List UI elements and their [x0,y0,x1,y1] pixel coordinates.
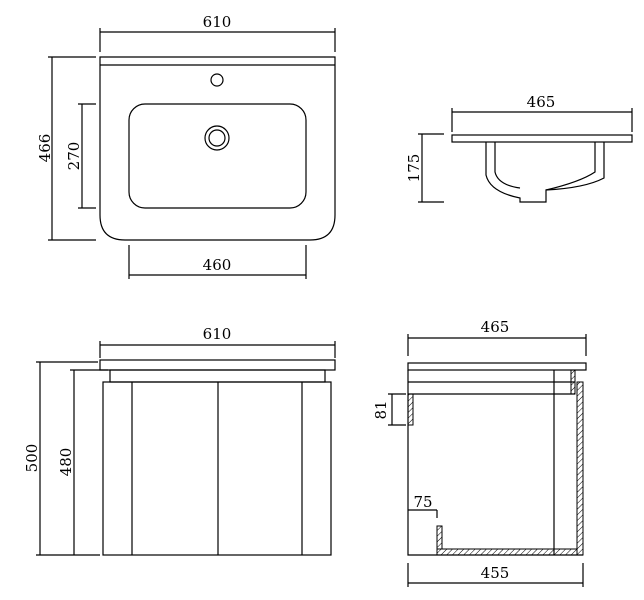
dim-top-depth: 466 [36,134,54,163]
dim-top-depth-side: 465 [481,318,510,336]
side-view-cabinet: 465 81 75 455 [372,318,587,587]
dim-drawer-height: 81 [372,400,390,419]
dim-cabinet-height: 480 [57,448,75,477]
dim-total-height: 500 [23,444,41,473]
front-view: 610 500 480 [23,325,336,556]
side-view-basin: 465 175 [405,93,633,203]
drain-icon [204,125,230,151]
dim-cabinet-depth: 455 [481,564,510,582]
dim-basin-depth: 465 [527,93,556,111]
dim-bowl-width: 460 [203,256,232,274]
dim-top-width: 610 [203,13,232,31]
tap-hole-icon [210,73,224,87]
dim-basin-height: 175 [405,154,423,183]
top-view: 610 466 270 460 [36,13,336,279]
dim-back-offset: 75 [413,493,432,511]
dim-front-width: 610 [203,325,232,343]
dim-bowl-depth: 270 [65,142,83,171]
